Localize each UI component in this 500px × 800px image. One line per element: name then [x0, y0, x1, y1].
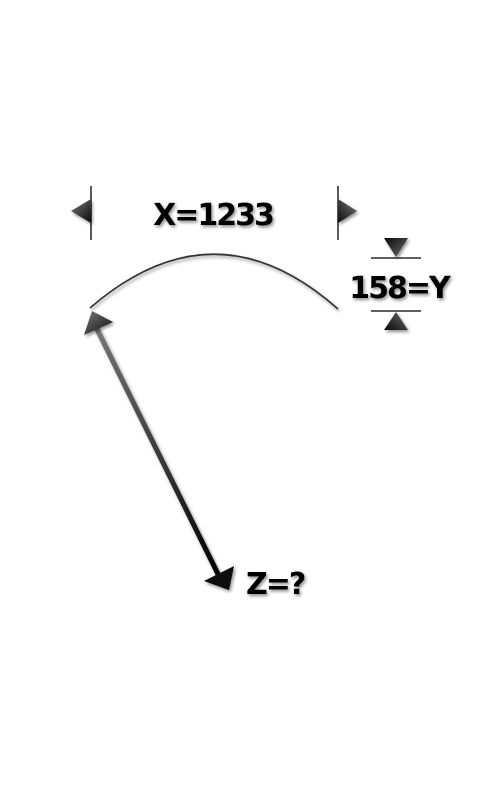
z-arrowhead-bottom: [204, 566, 234, 590]
arc-curve: [89, 253, 339, 310]
x-arrowhead-right: [338, 199, 357, 223]
z-arrow-shaft: [93, 325, 221, 576]
y-arrowhead-down: [384, 238, 408, 257]
z-arrowhead-top: [84, 311, 113, 335]
z-dimension-label: Z=?: [246, 567, 305, 602]
x-arrowhead-left: [71, 199, 91, 223]
y-dimension-label: 158=Y: [349, 271, 452, 306]
y-arrowhead-up: [384, 312, 408, 330]
x-dimension-label: X=1233: [153, 198, 273, 233]
